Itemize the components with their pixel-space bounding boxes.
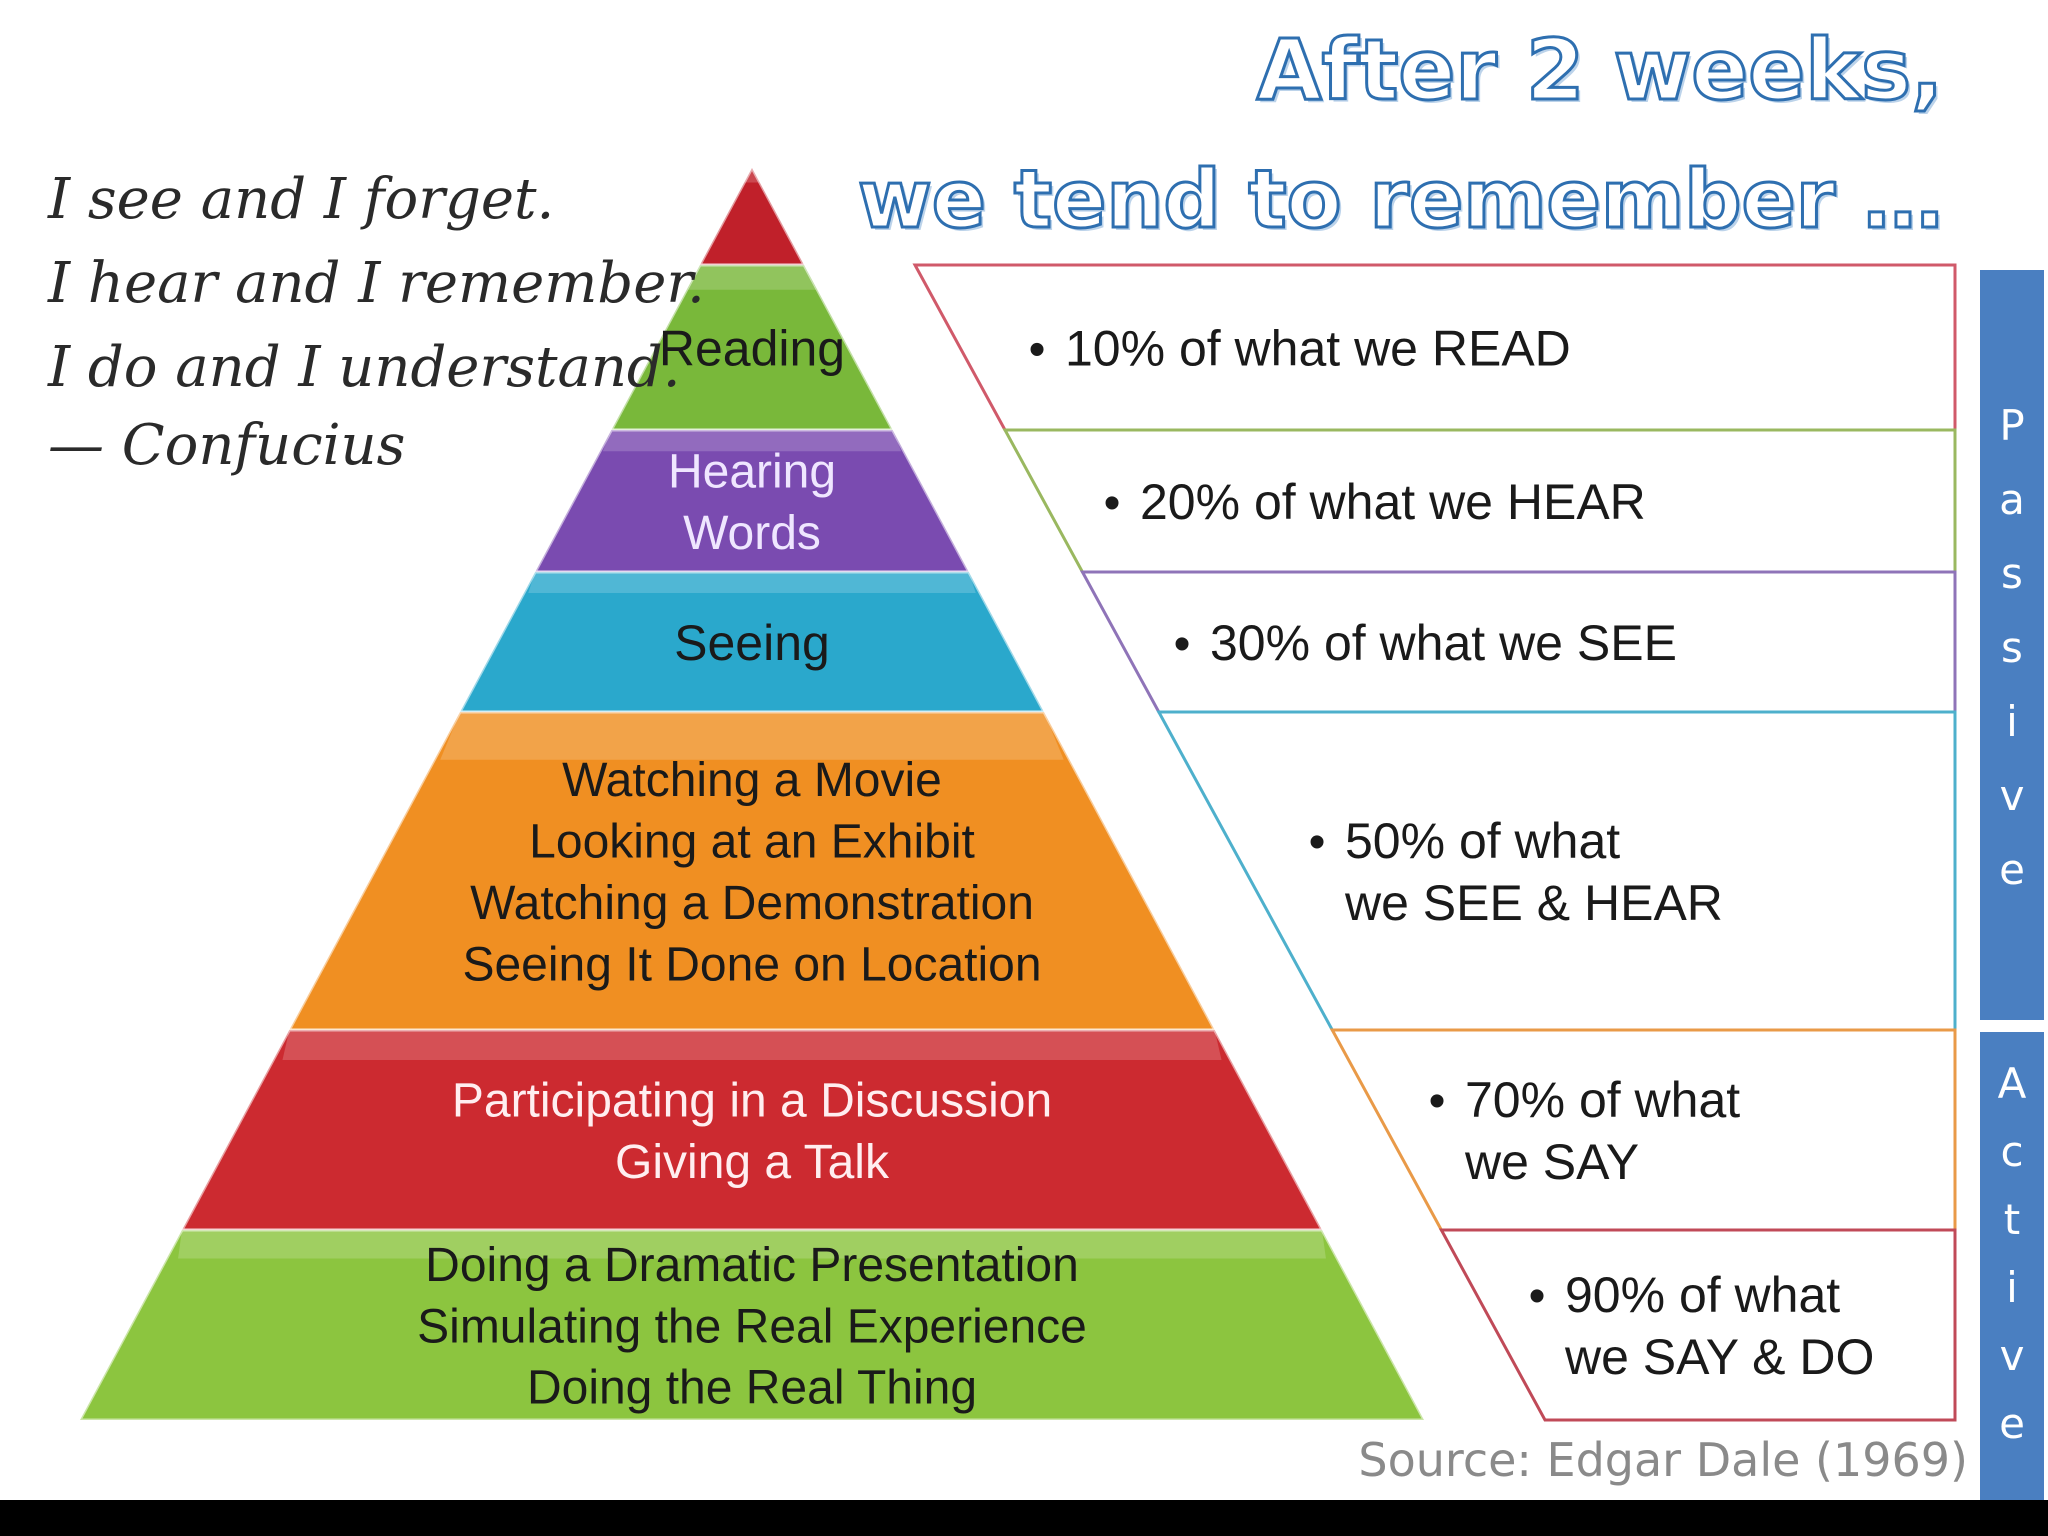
quote-line-3: I do and I understand.: [48, 335, 681, 400]
active-label-letter: e: [1999, 1399, 2025, 1448]
bullet: •: [1029, 324, 1046, 377]
pyramid-label: Giving a Talk: [615, 1136, 890, 1189]
pyramid-band-highlight: [282, 1030, 1222, 1060]
retention-text: 20% of what we HEAR: [1140, 474, 1646, 530]
pyramid-label: Reading: [659, 321, 845, 377]
pyramid-level-6: Doing a Dramatic PresentationSimulating …: [77, 1228, 1427, 1422]
bullet: •: [1429, 1075, 1446, 1128]
pyramid-label: Words: [683, 507, 821, 560]
bullet: •: [1529, 1270, 1546, 1323]
retention-band-shape: [1438, 1228, 1957, 1422]
headline-line-2: we tend to remember …: [856, 153, 1944, 246]
pyramid-level-3: Seeing: [457, 570, 1047, 714]
retention-text: we SAY: [1464, 1134, 1639, 1190]
passive-label-letter: s: [2001, 623, 2023, 672]
active-label-letter: A: [1998, 1059, 2027, 1108]
passive-label-letter: e: [1999, 845, 2025, 894]
active-label-letter: i: [2006, 1263, 2018, 1312]
pyramid-band-highlight: [178, 1230, 1326, 1259]
bullet: •: [1309, 816, 1326, 869]
passive-label-letter: i: [2006, 697, 2018, 746]
retention-band-shape: [1156, 710, 1957, 1032]
retention-text: 50% of what: [1345, 813, 1620, 869]
retention-band-30: • 30% of what we SEE: [1079, 570, 1957, 714]
retention-text: 10% of what we READ: [1065, 321, 1571, 377]
retention-text: we SAY & DO: [1564, 1329, 1874, 1385]
source-citation: Source: Edgar Dale (1969): [1358, 1433, 1968, 1487]
retention-band-20: • 20% of what we HEAR: [1002, 428, 1957, 574]
bullet: •: [1174, 618, 1191, 671]
passive-label-letter: s: [2001, 549, 2023, 598]
passive-label-bar: [1980, 270, 2044, 1020]
active-label-bar: [1980, 1032, 2044, 1500]
passive-label-letter: P: [1999, 401, 2024, 450]
retention-text: 70% of what: [1465, 1072, 1740, 1128]
pyramid-label: Seeing: [674, 615, 830, 671]
pyramid-band-highlight: [744, 168, 760, 183]
retention-text: 30% of what we SEE: [1210, 615, 1677, 671]
retention-text: 90% of what: [1565, 1267, 1840, 1323]
retention-text: we SEE & HEAR: [1344, 875, 1723, 931]
pyramid-label: Watching a Movie: [562, 754, 942, 807]
quote-attribution: — Confucius: [48, 413, 406, 478]
active-label-letter: c: [2000, 1127, 2023, 1176]
retention-band-50: • 50% of what we SEE & HEAR: [1156, 710, 1957, 1032]
pyramid-label: Seeing It Done on Location: [462, 938, 1041, 991]
pyramid-band: [77, 1228, 1427, 1422]
pyramid-label: Watching a Demonstration: [470, 877, 1034, 930]
bottom-bar: [0, 1500, 2048, 1536]
passive-label-letter: v: [2000, 771, 2025, 820]
retention-bands: • 10% of what we READ • 20% of what we HEAR…: [912, 263, 1957, 1422]
quote-line-1: I see and I forget.: [48, 167, 555, 232]
pyramid-label: Doing a Dramatic Presentation: [425, 1239, 1079, 1292]
pyramid-label: Hearing: [668, 446, 836, 499]
headline-line-1: After 2 weeks,: [1255, 21, 1944, 119]
retention-band-shape: [1329, 1028, 1957, 1232]
retention-band-90: • 90% of what we SAY & DO: [1438, 1228, 1957, 1422]
bullet: •: [1104, 477, 1121, 530]
pyramid-level-0: [697, 164, 807, 267]
pyramid-label: Participating in a Discussion: [452, 1075, 1052, 1128]
passive-label-letter: a: [1999, 475, 2025, 524]
pyramid-band-highlight: [440, 712, 1064, 760]
active-label-letter: t: [2004, 1195, 2020, 1244]
pyramid-label: Simulating the Real Experience: [417, 1300, 1087, 1353]
quote-line-2: I hear and I remember.: [48, 251, 705, 316]
retention-band-70: • 70% of what we SAY: [1329, 1028, 1957, 1232]
retention-band-10: • 10% of what we READ: [912, 263, 1957, 432]
pyramid-band-highlight: [602, 430, 902, 452]
pyramid-band-highlight: [687, 265, 817, 290]
pyramid-label: Looking at an Exhibit: [529, 816, 975, 869]
pyramid-label: Doing the Real Thing: [527, 1362, 977, 1415]
active-label-letter: v: [2000, 1331, 2025, 1380]
pyramid-band-highlight: [528, 572, 976, 593]
